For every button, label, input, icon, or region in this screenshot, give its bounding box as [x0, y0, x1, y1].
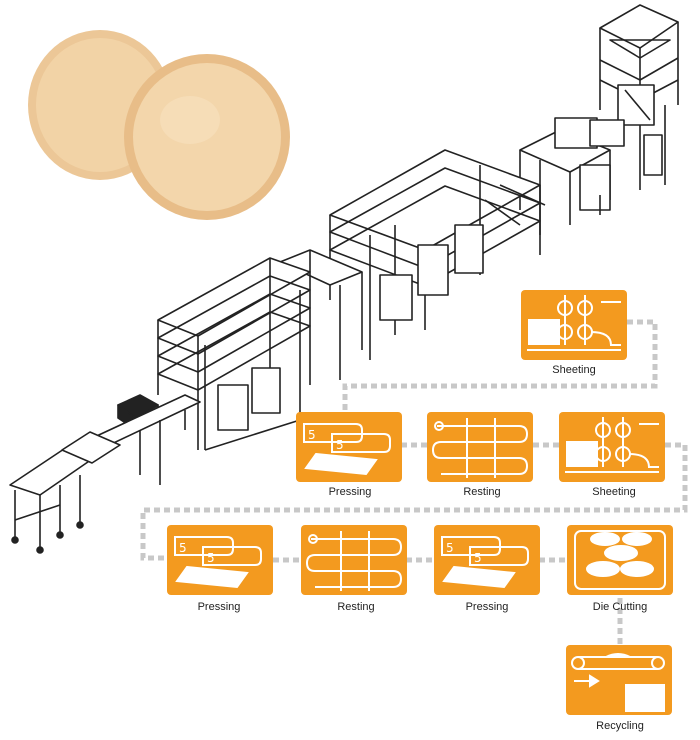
svg-text:5: 5 — [474, 551, 482, 565]
sheeting-icon — [527, 295, 621, 351]
process-step-die-cutting — [567, 525, 673, 595]
svg-text:5: 5 — [207, 551, 215, 565]
process-step-recycling — [566, 645, 672, 715]
svg-text:5: 5 — [308, 428, 316, 442]
resting-icon — [305, 531, 403, 591]
flatbread-photo — [28, 30, 290, 220]
pressing-icon: 5 5 — [174, 536, 262, 589]
step-label: Die Cutting — [593, 601, 647, 613]
process-step-pressing: 5 5 — [434, 525, 540, 595]
step-label: Recycling — [596, 720, 644, 732]
process-step-resting — [427, 412, 533, 482]
process-step-pressing: 5 5 — [167, 525, 273, 595]
lower-conveyor-rack — [157, 257, 311, 451]
process-step-pressing: 5 5 — [296, 412, 402, 482]
process-step-resting — [301, 525, 407, 595]
step-label: Pressing — [329, 486, 372, 498]
step-label: Sheeting — [552, 364, 595, 376]
die-cutting-icon — [574, 530, 666, 590]
step-label: Pressing — [198, 601, 241, 613]
discharge-conveyor — [9, 431, 121, 554]
production-line-machine — [9, 4, 679, 554]
svg-text:5: 5 — [336, 438, 344, 452]
sheeting-icon — [565, 417, 659, 473]
sheeter-unit — [519, 117, 625, 235]
process-flow-connectors — [140, 319, 688, 645]
process-labels: Sheeting Pressing Resting Sheeting Press… — [198, 364, 648, 732]
step-label: Resting — [463, 486, 500, 498]
process-tiles: 5 5 — [167, 290, 673, 715]
upper-conveyor-rack — [329, 149, 546, 360]
pressing-icon: 5 5 — [303, 423, 391, 476]
transfer-section — [279, 249, 363, 385]
step-label: Resting — [337, 601, 374, 613]
hopper-tower — [599, 4, 679, 190]
pressing-icon: 5 5 — [441, 536, 529, 589]
process-step-sheeting — [521, 290, 627, 360]
svg-text:5: 5 — [446, 541, 454, 555]
step-label: Pressing — [466, 601, 509, 613]
process-step-sheeting — [559, 412, 665, 482]
step-label: Sheeting — [592, 486, 635, 498]
resting-icon — [431, 418, 529, 478]
svg-text:5: 5 — [179, 541, 187, 555]
recycling-icon — [571, 653, 665, 712]
